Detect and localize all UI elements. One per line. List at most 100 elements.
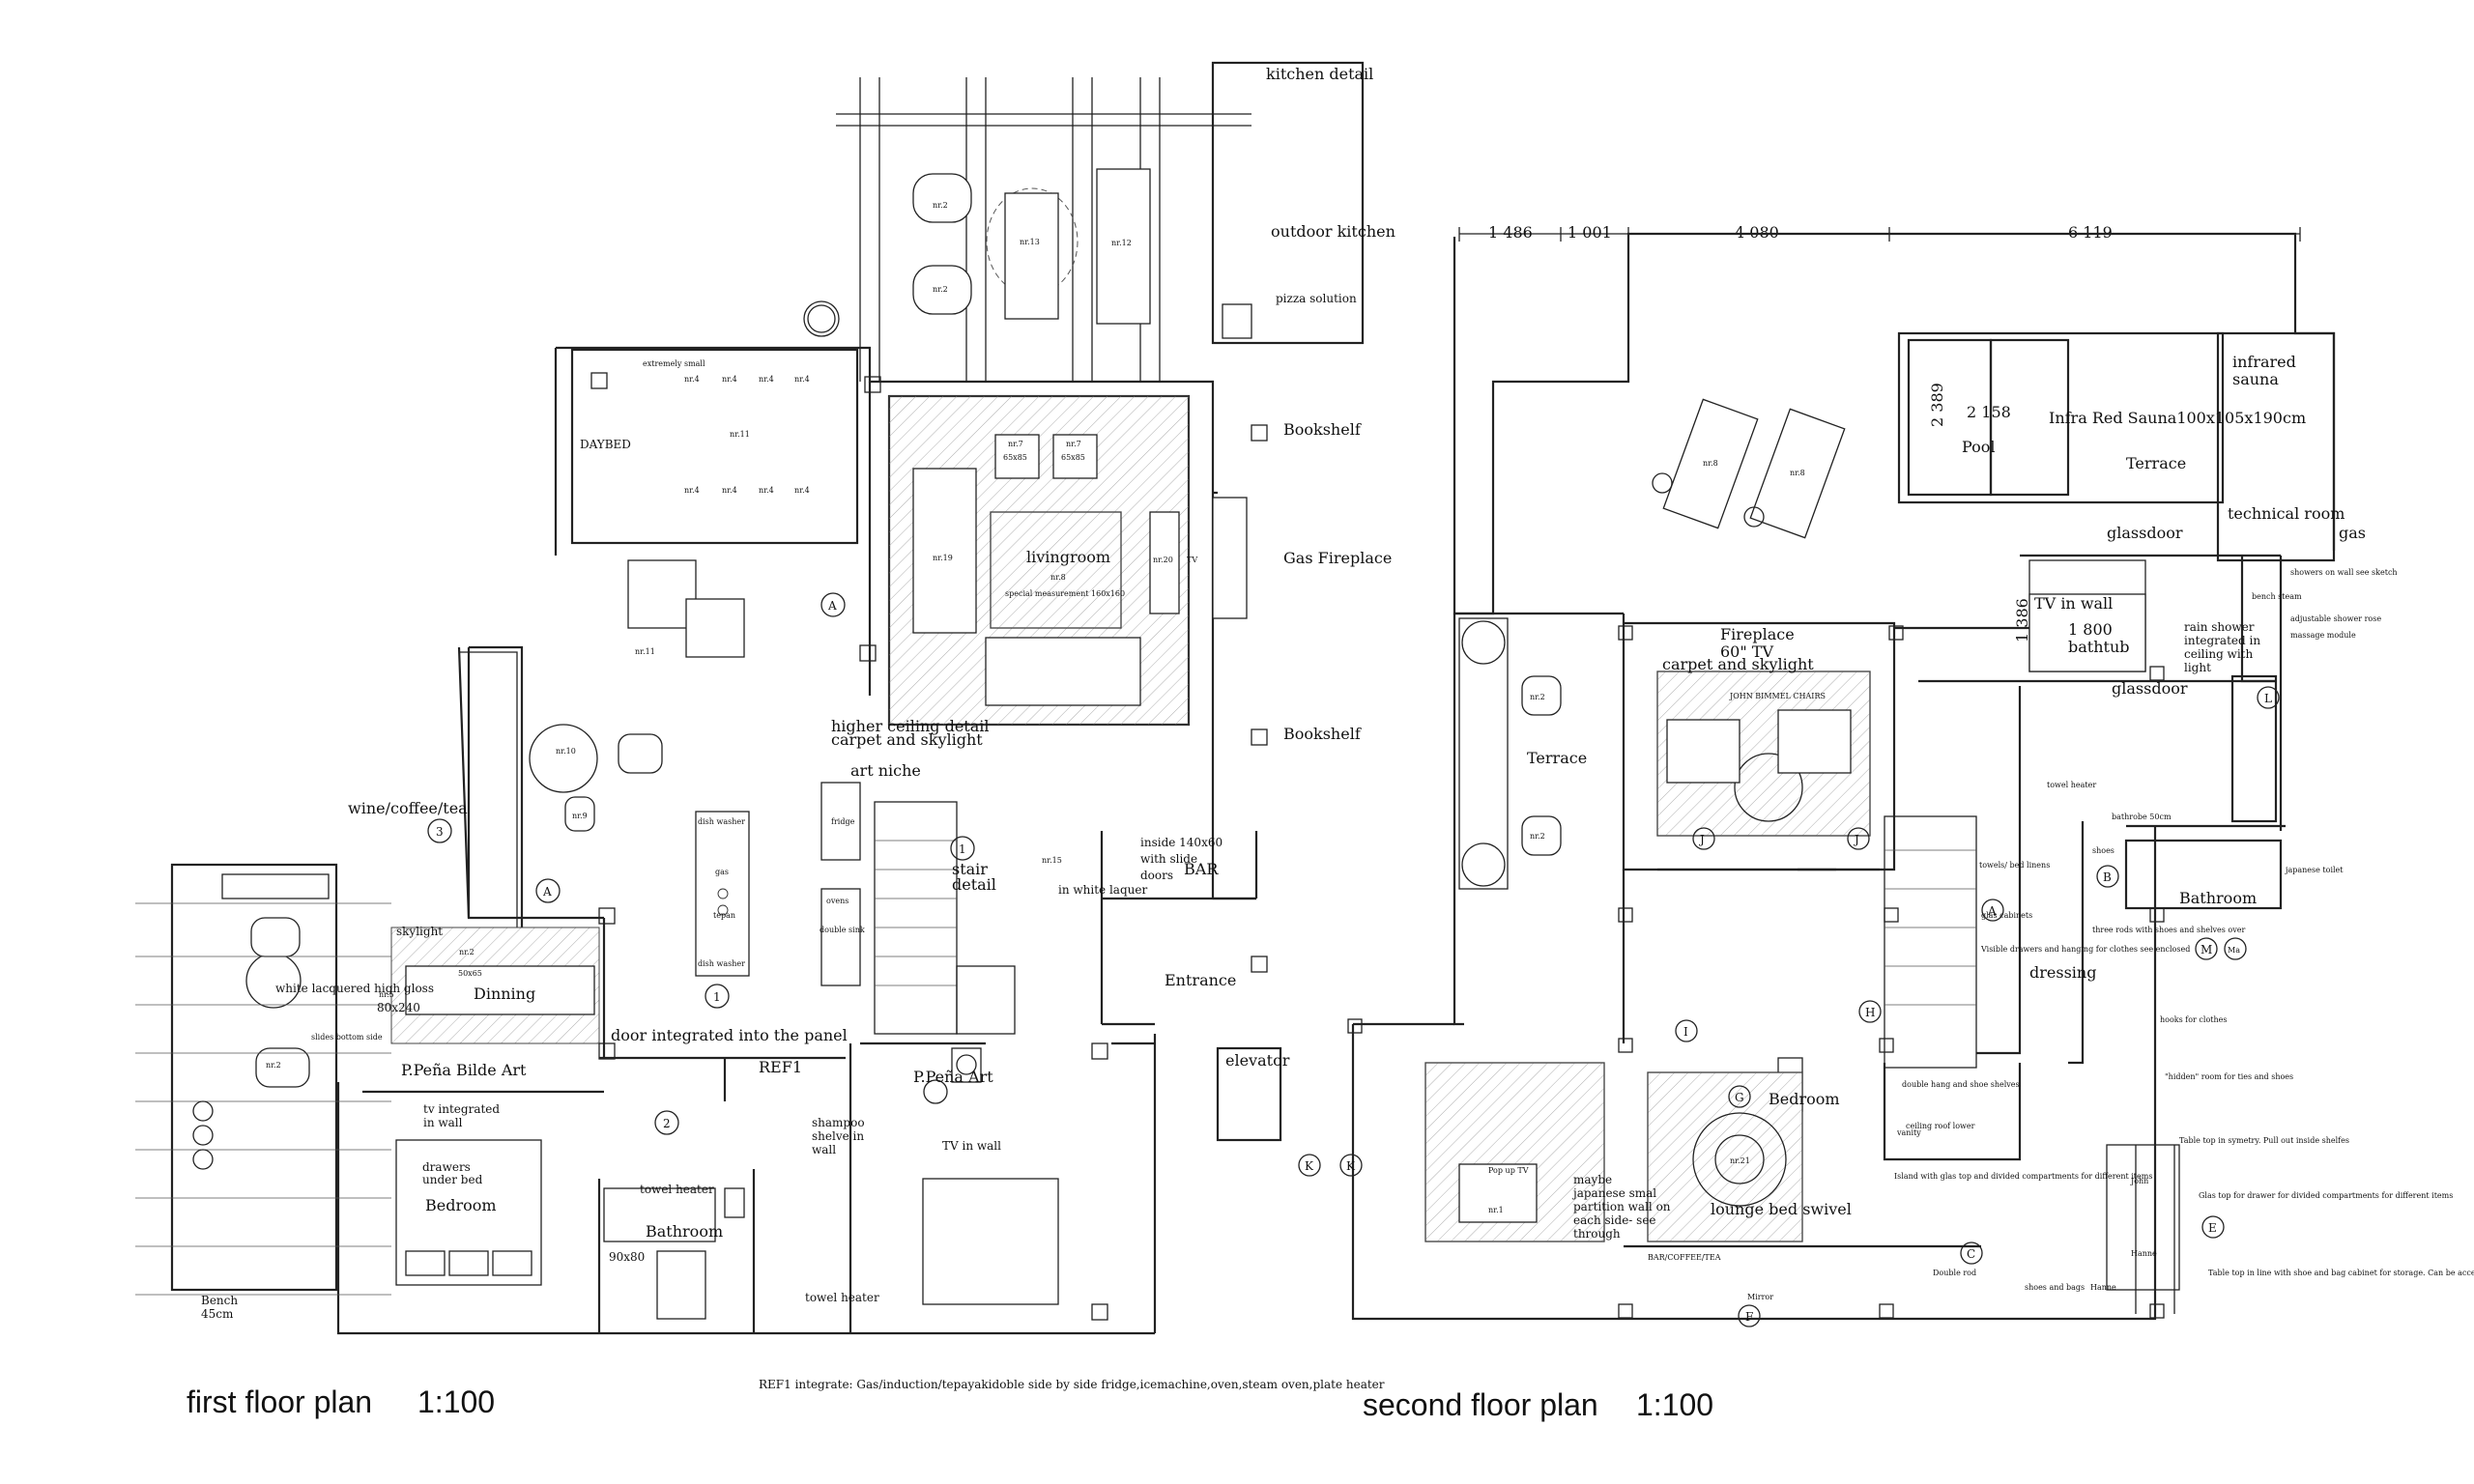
dimension-value: 4 080 — [1735, 223, 1779, 242]
furniture-number: nr.21 — [1730, 1156, 1750, 1165]
kitchen-and-stairs — [695, 782, 1016, 1035]
label-shampoo-1: shampoo — [812, 1116, 865, 1129]
label-dish-washer-1: dish washer — [698, 817, 745, 826]
label-carpet-skylight: carpet and skylight — [831, 730, 983, 749]
furniture-number: nr.1 — [1488, 1206, 1504, 1214]
marker-label: M — [2201, 943, 2212, 956]
furniture-number: nr.4 — [794, 375, 810, 384]
label-shampoo-2: shelve in — [812, 1129, 864, 1143]
second-floor-columns — [1347, 625, 2165, 1319]
label-special-measurement: special measurement 160x160 — [1005, 589, 1125, 598]
label-white-laquer: in white laquer — [1058, 883, 1147, 897]
label-technical-room: technical room — [2228, 504, 2345, 523]
furniture-number: nr.4 — [759, 375, 774, 384]
furniture-number: nr.10 — [556, 747, 576, 756]
first-floor-walls — [336, 346, 1282, 1335]
footnote-ref1: REF1 integrate: Gas/induction/tepayakido… — [759, 1378, 1385, 1391]
label-stair-detail-1: stair — [952, 860, 988, 878]
label-daybed: DAYBED — [580, 438, 631, 451]
furniture-size: 65x85 — [1061, 453, 1085, 462]
label-double-rod: Double rod — [1933, 1269, 1976, 1277]
furniture-number: nr.4 — [794, 486, 810, 495]
label-bathtub: bathtub — [2068, 638, 2130, 656]
first-floor-plan: kitchen detail outdoor kitchen pizza sol… — [135, 61, 1395, 1419]
label-maybe-japanese-3: partition wall on — [1573, 1200, 1671, 1213]
marker-label: K — [1346, 1159, 1356, 1173]
marker-label: L — [2264, 692, 2272, 705]
marker-label: B — [2103, 870, 2112, 884]
label-double-sink: double sink — [820, 926, 865, 934]
label-dinning: Dinning — [474, 985, 535, 1003]
second-floor-title: second floor plan — [1363, 1387, 1598, 1422]
label-maybe-japanese-5: through — [1573, 1227, 1621, 1241]
label-shoes-and-bags: shoes and bags — [2025, 1283, 2085, 1292]
label-gas-fireplace: Gas Fireplace — [1283, 549, 1392, 567]
label-tepan: tepan — [713, 911, 735, 920]
label-hanne: Hanne — [2131, 1249, 2157, 1258]
label-livingroom: livingroom — [1026, 548, 1110, 566]
label-tv-integrated-2: in wall — [423, 1116, 463, 1129]
furniture-number: nr.8 — [1790, 469, 1805, 477]
second-floor-markers: A B C E F G H I J J K K L M — [1298, 686, 2280, 1327]
furniture-number: nr.5 — [379, 990, 394, 999]
first-floor-title: first floor plan — [187, 1384, 372, 1419]
marker-label: K — [1305, 1159, 1314, 1173]
label-visible-drawers: Visible drawers and hanging for clothes … — [1980, 945, 2190, 954]
label-hidden-room: "hidden" room for ties and shoes — [2165, 1072, 2293, 1081]
label-hanne-2: Hanne — [2090, 1283, 2116, 1292]
first-floor-furniture-numbers: nr.2 nr.2 nr.13 nr.12 nr.4 nr.4 nr.4 nr.… — [266, 201, 1173, 1070]
label-bar-coffee-tea: BAR/COFFEE/TEA — [1648, 1253, 1721, 1262]
furniture-number: nr.4 — [759, 486, 774, 495]
furniture-number: nr.7 — [1008, 440, 1023, 448]
marker-label: J — [1853, 833, 1859, 846]
label-pena-art: P.Peña Art — [913, 1068, 993, 1086]
label-kitchen-detail: kitchen detail — [1266, 65, 1373, 83]
label-drawers-1: drawers — [422, 1160, 471, 1174]
label-with-slide: with slide — [1140, 852, 1197, 866]
label-skylight: skylight — [396, 925, 443, 938]
marker-label: J — [1698, 833, 1705, 846]
furniture-number: nr.8 — [1703, 459, 1718, 468]
furniture-number: nr.19 — [933, 554, 953, 562]
furniture-number: nr.8 — [1050, 573, 1066, 582]
label-table-top-1: Table top in symetry. Pull out inside sh… — [2179, 1136, 2349, 1145]
label-bookshelf-top: Bookshelf — [1283, 420, 1362, 439]
label-japanese-toilet: japanese toilet — [2285, 866, 2344, 874]
label-bedroom-first: Bedroom — [425, 1196, 497, 1214]
label-size-90x80: 90x80 — [609, 1250, 645, 1264]
furniture-number: nr.7 — [1066, 440, 1081, 448]
label-bathroom-first: Bathroom — [646, 1222, 723, 1241]
label-glas-top-drawer: Glas top for drawer for divided compartm… — [2199, 1191, 2453, 1200]
marker-label: G — [1735, 1091, 1744, 1104]
label-ceiling-roof-lower: ceiling roof lower — [1906, 1122, 1975, 1130]
furniture-number: nr.2 — [1530, 693, 1545, 701]
label-infrared-sauna-1: infrared — [2232, 353, 2296, 371]
furniture-number: nr.11 — [730, 430, 750, 439]
label-glas-cabinets: glas cabinets — [1981, 911, 2032, 920]
dimension-value: 1 486 — [1488, 223, 1533, 242]
label-ovens: ovens — [826, 897, 849, 905]
second-floor-furniture-numbers: nr.8 nr.8 nr.2 nr.2 nr.1 nr.21 — [1488, 459, 1805, 1214]
label-dining-dim: 80x240 — [377, 1001, 420, 1014]
label-lounge-bed: lounge bed swivel — [1711, 1200, 1852, 1218]
furniture-number: nr.4 — [684, 486, 700, 495]
label-terrace-left: Terrace — [1527, 749, 1587, 767]
label-shampoo-3: wall — [812, 1143, 836, 1156]
marker-label: 3 — [436, 825, 444, 839]
furniture-number: nr.13 — [1020, 238, 1040, 246]
marker-label: 1 — [959, 842, 966, 856]
dining-area — [135, 559, 745, 1296]
first-floor-markers: A A 3 1 1 2 — [427, 592, 975, 1135]
label-tv: TV — [1187, 556, 1197, 564]
furniture-number: nr.12 — [1111, 239, 1132, 247]
label-pena-bilde: P.Peña Bilde Art — [401, 1061, 527, 1079]
label-tv-integrated-1: tv integrated — [423, 1102, 500, 1116]
label-pool-dim-v: 2 389 — [1928, 383, 1946, 427]
furniture-number: nr.2 — [1530, 832, 1545, 841]
label-bathtub-dim: 1 800 — [2068, 620, 2113, 639]
first-floor-columns — [590, 372, 1268, 1321]
label-bedroom-second: Bedroom — [1769, 1090, 1840, 1108]
label-infra-red: Infra Red Sauna100x105x190cm — [2049, 409, 2306, 427]
label-gas-first: gas — [715, 868, 729, 876]
